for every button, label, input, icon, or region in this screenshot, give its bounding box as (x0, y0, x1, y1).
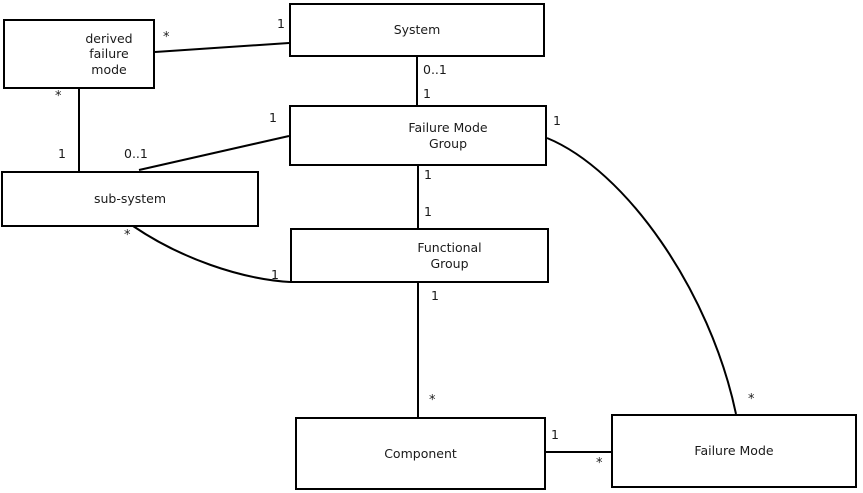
class-box-sub-system[interactable]: sub-system (1, 171, 259, 227)
multiplicity-component-to-fg: * (429, 393, 436, 408)
class-name-sub-system: sub-system (93, 191, 167, 207)
multiplicity-subsystem-to-fg: * (124, 228, 131, 243)
class-name-component: Component (384, 445, 457, 461)
multiplicity-fg-to-fmg: 1 (424, 204, 432, 219)
multiplicity-system-to-dfm: 1 (277, 16, 285, 31)
multiplicity-component-to-failure-mode: 1 (551, 427, 559, 442)
edge-sub-system-to-failure-mode-group (138, 135, 290, 171)
multiplicity-fmg-to-fg: 1 (424, 167, 432, 182)
multiplicity-failure-mode-to-component: * (596, 456, 603, 471)
class-name-functional-group: Functional Group (417, 239, 482, 271)
class-box-failure-mode-group[interactable]: Failure Mode Group (289, 105, 547, 166)
edge-sub-system-to-functional-group (132, 225, 291, 283)
class-name-derived-failure-mode: derived failure mode (85, 30, 133, 77)
multiplicity-subsystem-to-dfm: 1 (58, 146, 66, 161)
class-box-system[interactable]: System (289, 3, 545, 57)
edge-derived-failure-mode-to-system (154, 42, 290, 53)
multiplicity-fg-to-component: 1 (431, 288, 439, 303)
class-name-failure-mode-group: Failure Mode Group (408, 119, 488, 151)
multiplicity-fg-to-subsystem: 1 (271, 267, 279, 282)
class-name-failure-mode: Failure Mode (694, 443, 774, 459)
class-box-component[interactable]: Component (295, 417, 546, 490)
class-box-failure-mode[interactable]: Failure Mode (611, 414, 857, 488)
multiplicity-failure-mode-to-fmg: * (748, 392, 755, 407)
multiplicity-subsystem-to-fmg: 0..1 (124, 146, 148, 161)
class-box-derived-failure-mode[interactable]: derived failure mode (3, 19, 155, 89)
multiplicity-fmg-to-system: 1 (423, 86, 431, 101)
multiplicity-system-to-fmg: 0..1 (423, 62, 447, 77)
multiplicity-fmg-to-failure-mode: 1 (553, 113, 561, 128)
multiplicity-dfm-to-system: * (163, 30, 170, 45)
class-box-functional-group[interactable]: Functional Group (290, 228, 549, 283)
multiplicity-dfm-to-subsystem: * (55, 89, 62, 104)
class-name-system: System (393, 22, 441, 38)
multiplicity-fmg-to-subsystem: 1 (269, 110, 277, 125)
edge-failure-mode-group-to-failure-mode (546, 137, 737, 415)
